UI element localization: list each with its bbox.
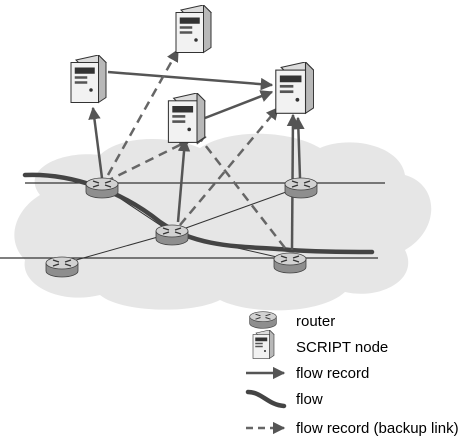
router-icon [249, 311, 277, 329]
router-icon [45, 256, 79, 278]
legend-script-node-label: SCRIPT node [296, 339, 388, 356]
network-cloud [14, 133, 432, 311]
server-icon [175, 5, 212, 54]
router-icon [284, 177, 318, 199]
legend: router SCRIPT node flow record flow flow… [245, 311, 459, 437]
backup-flow-record-arrows [104, 48, 286, 249]
router-icon [273, 252, 307, 274]
router-icon [85, 177, 119, 199]
legend-flow-curve [245, 389, 287, 409]
server-icon [70, 55, 107, 104]
router-icon [155, 224, 189, 246]
server-icon [275, 62, 314, 114]
legend-flow-label: flow [296, 391, 323, 408]
legend-router-label: router [296, 313, 335, 330]
legend-backup-label: flow record (backup link) [296, 420, 459, 437]
legend-flow-record-label: flow record [296, 365, 369, 382]
server-icon [167, 93, 206, 144]
server-icon [252, 330, 275, 359]
